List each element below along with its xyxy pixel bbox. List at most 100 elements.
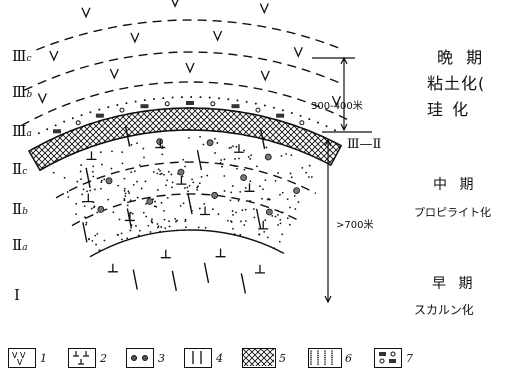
dot [162, 97, 164, 99]
stipple-dot [117, 234, 119, 236]
stipple-dot [138, 234, 140, 236]
stipple-dot [282, 192, 284, 194]
zone-label-IIIa: Ⅲa [12, 122, 32, 140]
stipple-dot [100, 181, 102, 183]
dot [55, 124, 57, 126]
stipple-dot [243, 150, 245, 152]
stipple-dot [145, 216, 147, 218]
stipple-dot [287, 217, 289, 219]
stipple-dot [317, 357, 319, 359]
dot [153, 98, 155, 100]
stipple-dot [275, 216, 277, 218]
stipple-dot [236, 168, 238, 170]
t-symbol [108, 264, 118, 272]
stipple-dot [124, 188, 126, 190]
vertical-stroke-symbol [86, 168, 90, 188]
t-symbol [255, 265, 265, 273]
stipple-dot [163, 174, 165, 176]
legend-num-4: 4 [216, 352, 223, 365]
stipple-dot [301, 167, 303, 169]
stipple-dot [80, 178, 82, 180]
stipple-dot [324, 352, 326, 354]
stipple-dot [157, 189, 159, 191]
stipple-dot [232, 214, 234, 216]
stipple-dot [310, 355, 312, 357]
stipple-dot [289, 224, 291, 226]
stipple-dot [234, 158, 236, 160]
v-symbol [294, 47, 302, 56]
stipple-dot [53, 172, 55, 174]
legend: V VV 1 2 3 4 5 6 7 [8, 348, 508, 374]
stipple-dot [309, 165, 311, 167]
stipple-dot [121, 151, 123, 153]
stipple-dot [133, 184, 135, 186]
rect-symbol [53, 129, 61, 133]
stipple-dot [216, 142, 218, 144]
stipple-dot [232, 185, 234, 187]
dot [98, 109, 100, 111]
stipple-dot [277, 224, 279, 226]
dot [282, 109, 284, 111]
stipple-dot [331, 350, 333, 352]
stipple-dot [238, 200, 240, 202]
stipple-dot [250, 154, 252, 156]
stipple-dot [310, 361, 312, 363]
stipple-dot [134, 170, 136, 172]
stipple-dot [125, 193, 127, 195]
zone-boundary-5 [56, 162, 316, 198]
stipple-dot [256, 165, 258, 167]
stipple-dot [239, 234, 241, 236]
stipple-dot [143, 148, 145, 150]
stage-late-line1: 粘土化( [427, 70, 485, 94]
stipple-dot [130, 171, 132, 173]
grey-dot-symbol [294, 188, 300, 194]
stipple-dot [253, 208, 255, 210]
stipple-dot [124, 195, 126, 197]
stipple-dot [124, 190, 126, 192]
v-symbol [82, 8, 90, 17]
rect-symbol [186, 101, 194, 105]
stipple-dot [137, 197, 139, 199]
stipple-dot [183, 202, 185, 204]
stipple-dot [171, 187, 173, 189]
vertical-stroke-symbol [257, 209, 261, 229]
stipple-dot [86, 190, 88, 192]
t-symbol [216, 249, 226, 257]
stipple-dot [143, 212, 145, 214]
rect-circle-icon [374, 348, 402, 368]
stipple-dot [264, 219, 266, 221]
rect-symbol [232, 104, 240, 108]
stipple-dot [107, 199, 109, 201]
grey-dot-symbol [241, 175, 247, 181]
stipple-dot [100, 151, 102, 153]
stipple-dot [294, 208, 296, 210]
stipple-dot [214, 152, 216, 154]
stipple-dot [199, 208, 201, 210]
stipple-dot [164, 219, 166, 221]
zone-boundary-1 [24, 52, 343, 90]
stipple-dot [164, 227, 166, 229]
grey-dot-symbol [207, 140, 213, 146]
thickness-upper: 300-400米 [311, 97, 363, 112]
v-symbol [50, 51, 58, 60]
stipple-dot [80, 171, 82, 173]
vertical-stroke-symbol [241, 273, 245, 293]
dot [209, 97, 211, 99]
t-symbol [176, 176, 186, 184]
grey-dot-symbol [147, 199, 153, 205]
stipple-dot [176, 230, 178, 232]
stipple-dot [96, 212, 98, 214]
stipple-dot [277, 214, 279, 216]
legend-num-5: 5 [279, 352, 286, 365]
dot [326, 125, 328, 127]
stipple-dot [324, 363, 326, 365]
stipple-dot [129, 230, 131, 232]
dot [246, 101, 248, 103]
v-symbol [214, 31, 222, 40]
stipple-dot [157, 223, 159, 225]
stipple-dot [277, 210, 279, 212]
dot [135, 100, 137, 102]
stipple-dot [170, 174, 172, 176]
stipple-dot [221, 166, 223, 168]
stipple-dot [123, 198, 125, 200]
